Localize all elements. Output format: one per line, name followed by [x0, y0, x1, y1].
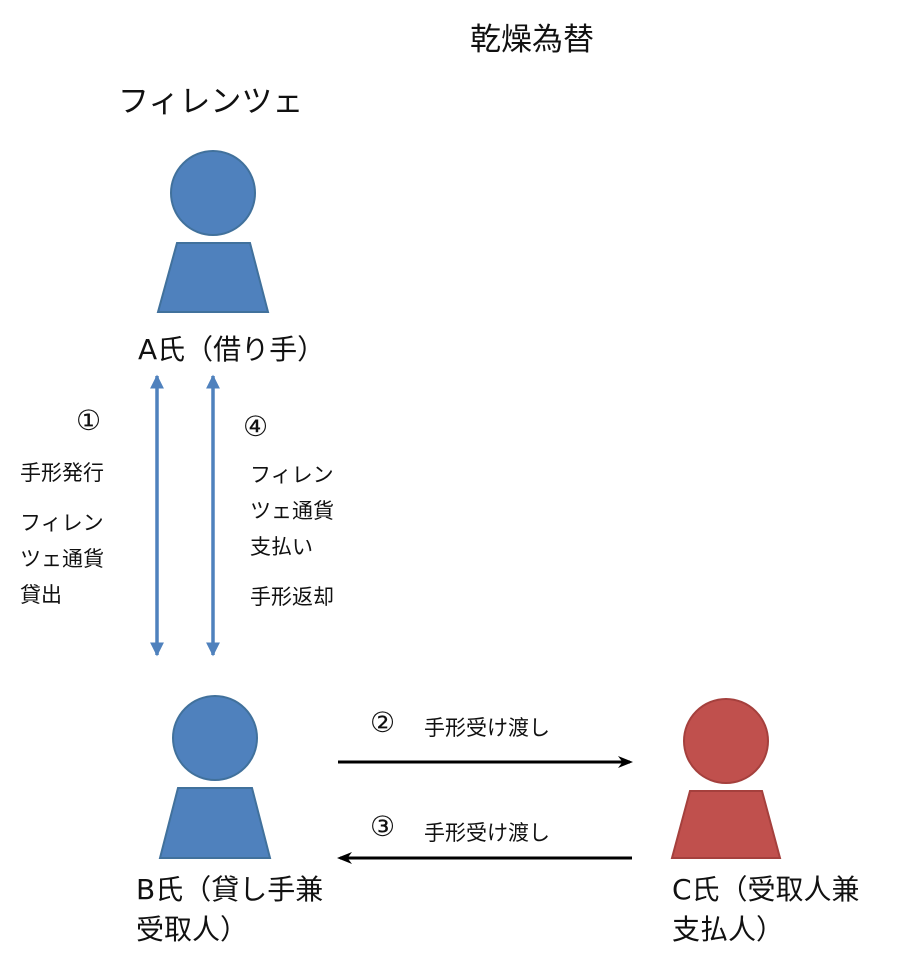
person-b-label: B氏（貸し手兼 受取人）	[136, 870, 323, 950]
person-a-icon	[156, 150, 270, 313]
step4-line: ツェ通貨	[250, 499, 334, 523]
person-b-icon	[158, 695, 272, 859]
step4-line: 手形返却	[250, 585, 334, 609]
step4-text: フィレン ツェ通貨 支払い 手形返却	[250, 457, 334, 615]
step1-line: 手形発行	[20, 461, 104, 485]
step3-text: 手形受け渡し	[424, 821, 550, 845]
location-label: フィレンツェ	[118, 84, 304, 120]
person-c-label: C氏（受取人兼 支払人）	[672, 870, 860, 950]
step1-text: 手形発行 フィレン ツェ通貨 貸出	[20, 455, 104, 613]
step1-line: 貸出	[20, 583, 62, 607]
step1-line: フィレン	[20, 511, 104, 535]
step4-line: フィレン	[250, 463, 334, 487]
person-a-label: A氏（借り手）	[138, 333, 326, 366]
step4-line: 支払い	[250, 535, 313, 559]
step1-number: ①	[76, 404, 102, 437]
person-b-label-line1: B氏（貸し手兼	[136, 873, 324, 906]
person-c-label-line1: C氏（受取人兼	[672, 873, 860, 906]
step2-text: 手形受け渡し	[424, 716, 550, 740]
diagram-title: 乾燥為替	[470, 22, 594, 58]
step4-number: ④	[243, 410, 269, 443]
person-b-label-line2: 受取人）	[136, 913, 249, 946]
step1-line: ツェ通貨	[20, 547, 104, 571]
person-c-label-line2: 支払人）	[672, 913, 785, 946]
person-c-icon	[670, 698, 782, 859]
step3-number: ③	[370, 810, 396, 843]
step2-number: ②	[370, 706, 396, 739]
